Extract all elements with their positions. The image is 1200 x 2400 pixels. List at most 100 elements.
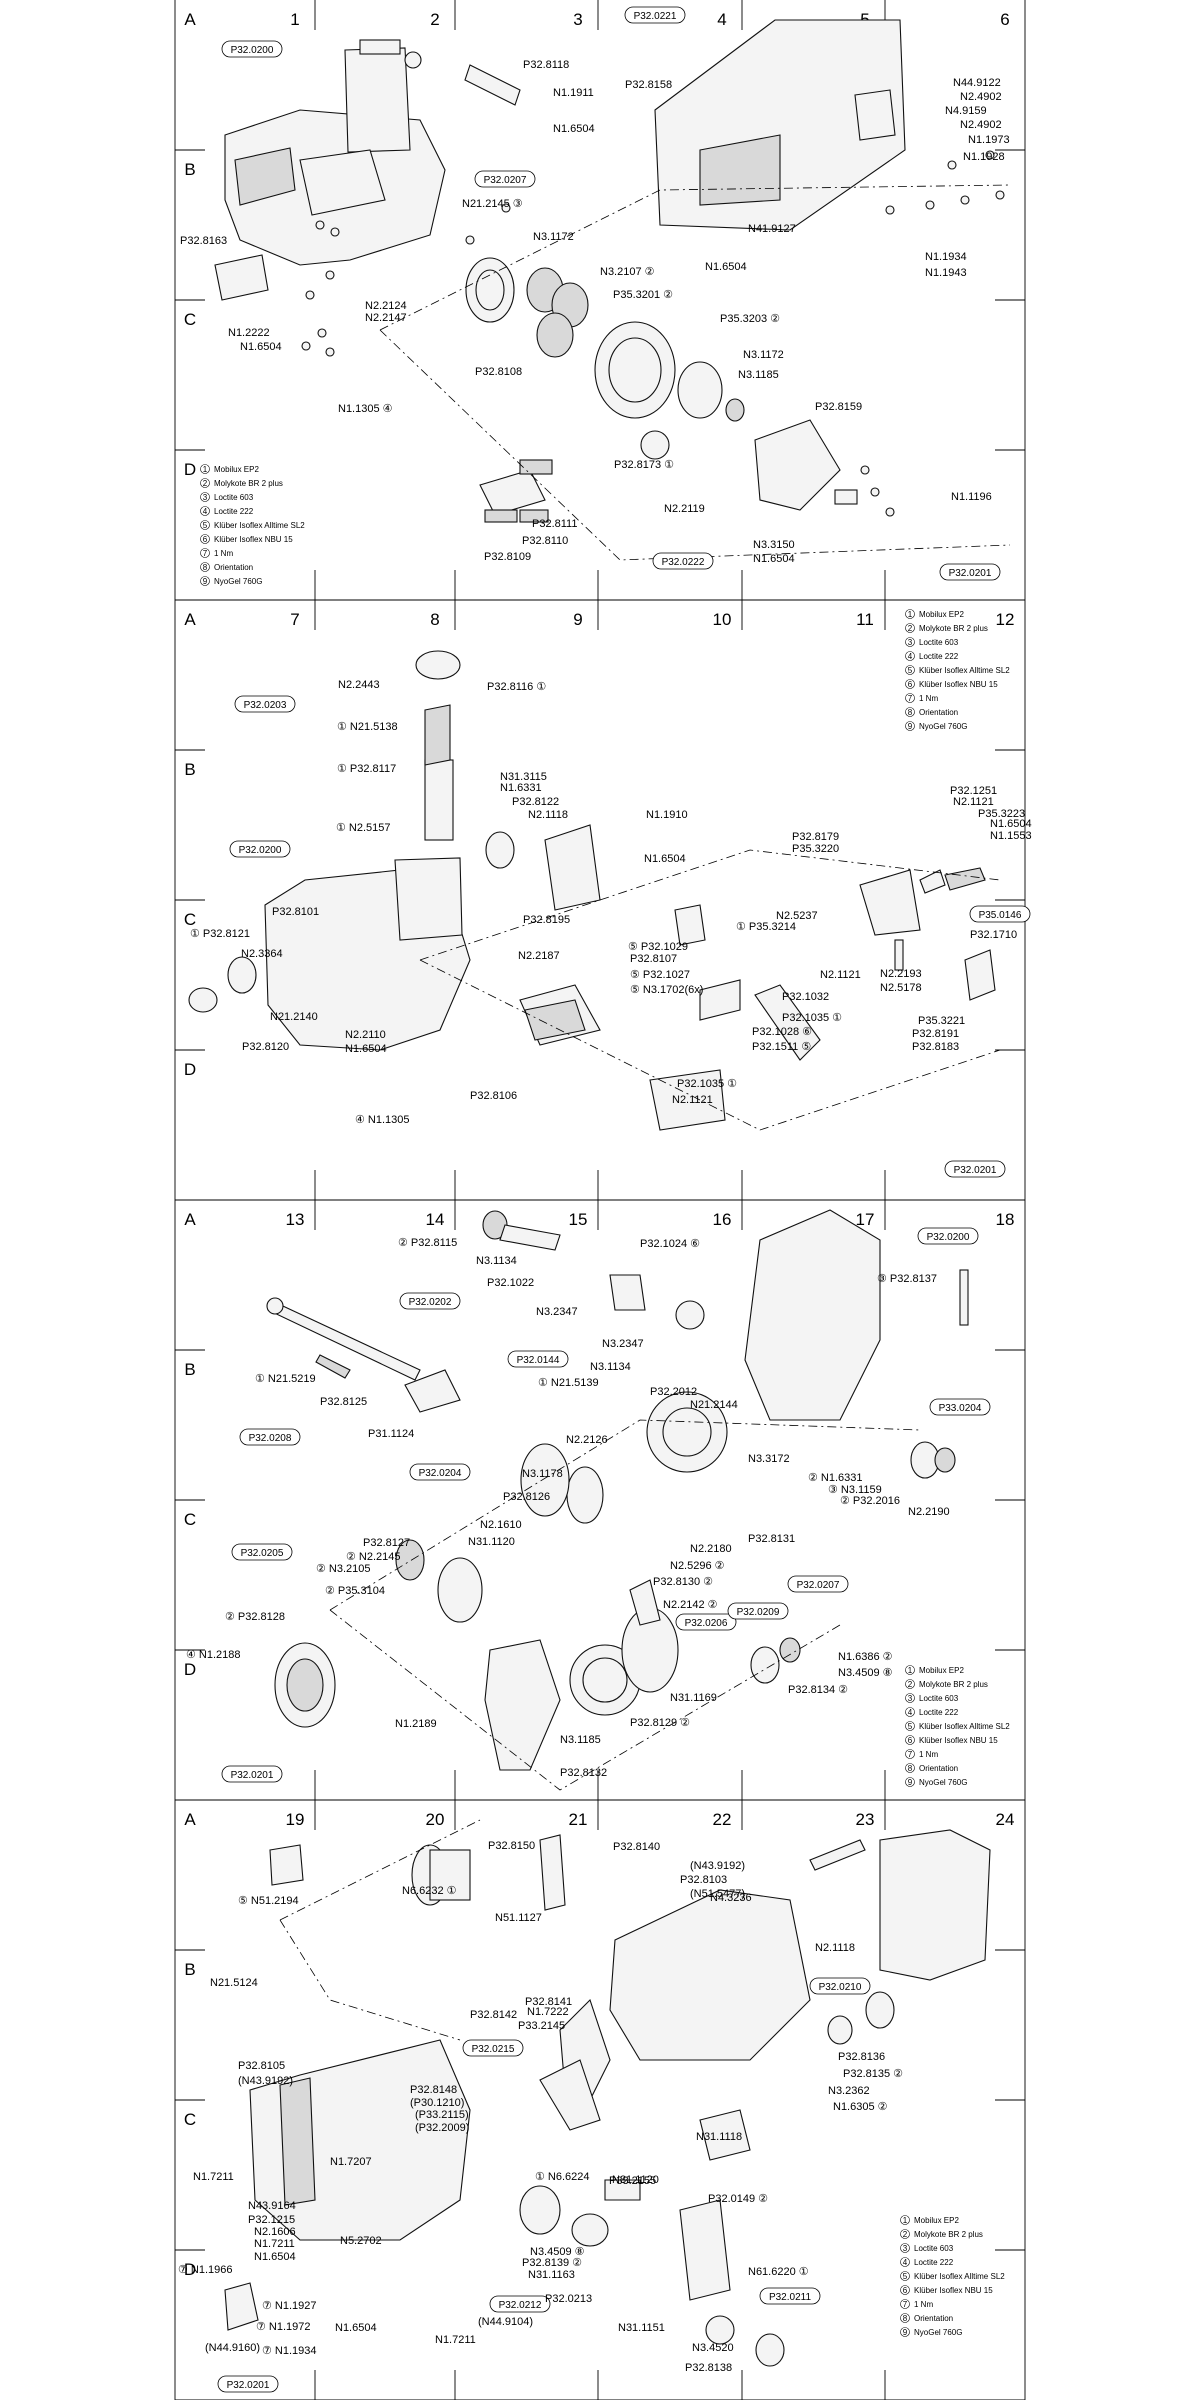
row-letter: C <box>184 310 196 329</box>
part-number-label: ⑦ N1.1972 <box>256 2321 311 2333</box>
part-number-label: ④ N1.2188 <box>186 1649 241 1661</box>
part-number-label: N2.1118 <box>815 1942 855 1954</box>
reference-badge-text: P32.0207 <box>797 1580 840 1591</box>
part-number-label: N2.3364 <box>241 948 283 960</box>
sheet-3-parts <box>266 1209 969 1791</box>
row-letter: C <box>184 910 196 929</box>
legend-item: Orientation <box>919 1764 958 1773</box>
part-number-label: P32.8173 ① <box>614 459 674 471</box>
legend-item: NyoGel 760G <box>214 577 262 586</box>
reference-badge: P32.0211 <box>759 2287 821 2305</box>
part-number-label: P32.8148 <box>410 2084 457 2096</box>
reference-badge-text: P32.0211 <box>769 2292 812 2303</box>
part-number-label: N1.6331 <box>500 782 542 794</box>
part-number-label: N3.3172 <box>748 1453 790 1465</box>
row-letter: A <box>184 10 196 29</box>
part-number-label: P35.3223 <box>978 808 1025 820</box>
reference-badge: P33.0204 <box>929 1398 991 1416</box>
part-number-label: ③ N3.1159 <box>828 1484 882 1496</box>
part-number-label: N2.2443 <box>338 679 380 691</box>
part-number-label: P32.8163 <box>180 235 227 247</box>
part-number-label: N3.1134 <box>476 1255 517 1267</box>
part-number-label: ② N1.6331 <box>808 1472 863 1484</box>
part-number-label: N1.2222 <box>228 327 270 339</box>
legend-item: Loctite 603 <box>919 638 959 647</box>
part-number-label: P32.8116 ① <box>487 681 546 693</box>
legend-number: 4 <box>908 652 913 661</box>
row-letter: C <box>184 1510 196 1529</box>
reference-badge: P32.0144 <box>507 1350 569 1368</box>
reference-badge-text: P32.0201 <box>231 1770 274 1781</box>
column-number: 11 <box>856 610 874 629</box>
part-number-label: P32.8195 <box>523 914 570 926</box>
part-number-label: ① N21.5219 <box>255 1373 316 1385</box>
part-number-label: P32.1215 <box>248 2214 295 2226</box>
part-number-label: N31.1163 <box>528 2269 575 2281</box>
legend-item: Orientation <box>214 563 253 572</box>
part-number-label: P32.1035 ① <box>677 1078 737 1090</box>
row-letter: D <box>184 460 196 479</box>
part-number-label: N31.1151 <box>618 2322 665 2334</box>
reference-badge: P32.0201 <box>217 2375 279 2393</box>
part-number-label: ① P35.3214 <box>736 921 796 933</box>
part-number-label: P32.8125 <box>320 1396 367 1408</box>
part-number-label: P35.3203 ② <box>720 313 780 325</box>
part-number-label: ① P32.8121 <box>190 928 250 940</box>
part-number-label: P32.2012 <box>650 1386 697 1398</box>
row-letter: B <box>184 760 195 779</box>
part-number-label: P32.8134 ② <box>788 1684 848 1696</box>
part-number-label: N3.1185 <box>560 1734 601 1746</box>
part-number-label: P33.2145 <box>518 2020 565 2032</box>
legend-number: 8 <box>908 708 913 717</box>
legend-item: Loctite 603 <box>914 2244 954 2253</box>
legend-number: 4 <box>908 1708 913 1717</box>
part-number-label: N3.1172 <box>743 349 784 361</box>
column-number: 7 <box>290 610 299 629</box>
legend-item: Klüber Isoflex NBU 15 <box>914 2286 993 2295</box>
reference-badge: P32.0206 <box>675 1613 737 1631</box>
part-number-label: P32.8127 <box>363 1537 410 1549</box>
reference-badge-text: P32.0209 <box>737 1607 780 1618</box>
column-number: 2 <box>430 10 439 29</box>
part-number-label: N2.2190 <box>908 1506 950 1518</box>
column-number: 24 <box>996 1810 1015 1829</box>
legend-item: Molykote BR 2 plus <box>214 479 283 488</box>
part-number-label: N31.1120 <box>468 1536 515 1548</box>
part-number-label: P32.8150 <box>488 1840 535 1852</box>
part-number-label: N21.2144 <box>690 1399 738 1411</box>
part-number-label: P32.8135 ② <box>843 2068 903 2080</box>
row-letter: D <box>184 1660 196 1679</box>
part-number-label: ② N3.2105 <box>316 1563 371 1575</box>
grid-reference-labels: 123456ABCD789101112ABCD131415161718ABCD1… <box>184 10 1015 2279</box>
part-number-label: N3.4520 <box>692 2342 734 2354</box>
legend-number: 5 <box>203 521 208 530</box>
column-number: 8 <box>430 610 439 629</box>
legend-number: 4 <box>903 2258 908 2267</box>
legend-number: 2 <box>903 2230 908 2239</box>
part-number-label: N3.1185 <box>738 369 779 381</box>
part-number-label: ① P32.8117 <box>337 763 396 775</box>
part-number-label: N1.6305 ② <box>833 2101 888 2113</box>
legend-item: NyoGel 760G <box>914 2328 962 2337</box>
part-number-label: N1.1196 <box>951 491 992 503</box>
column-number: 15 <box>569 1210 588 1229</box>
part-number-label: N31.1118 <box>696 2131 742 2143</box>
row-letter: A <box>184 1210 196 1229</box>
reference-badge: P32.0215 <box>462 2039 524 2057</box>
part-number-label: N31.1120 <box>612 2174 659 2186</box>
part-number-label: N2.2193 <box>880 968 922 980</box>
column-number: 9 <box>573 610 582 629</box>
reference-badge-text: P32.0200 <box>239 845 282 856</box>
legend-number: 6 <box>908 1736 913 1745</box>
legend-number: 7 <box>203 549 208 558</box>
legend-item: Mobilux EP2 <box>919 610 964 619</box>
part-number-label: N1.1305 ④ <box>338 403 393 415</box>
part-number-label: N1.6504 <box>644 853 686 865</box>
column-number: 1 <box>290 10 299 29</box>
part-number-label: N3.3150 <box>753 539 795 551</box>
part-number-label: N1.1911 <box>553 87 594 99</box>
part-number-label: N61.6220 ① <box>748 2266 809 2278</box>
legend-item: Klüber Isoflex NBU 15 <box>919 680 998 689</box>
reference-badge-text: P32.0208 <box>249 1433 292 1444</box>
